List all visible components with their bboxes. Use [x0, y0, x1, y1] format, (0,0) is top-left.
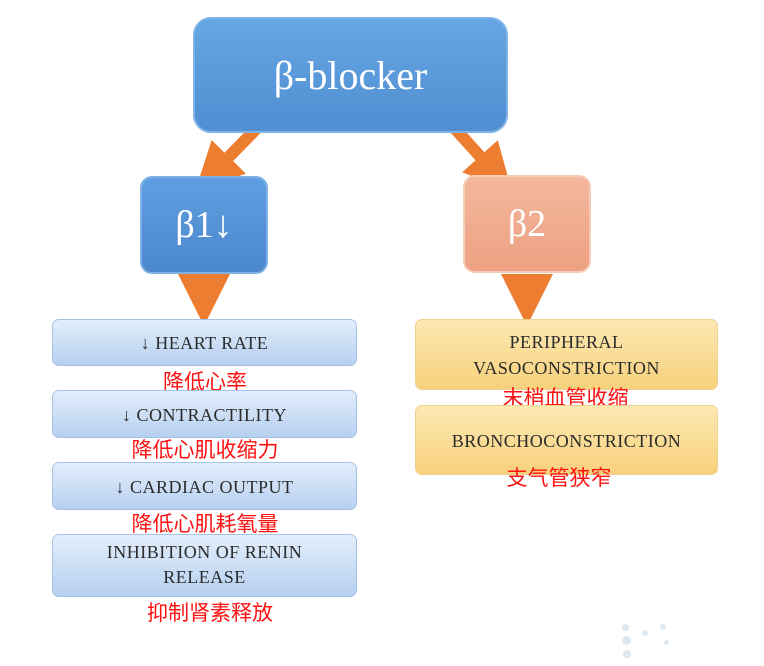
effect-contractility-box: ↓ CONTRACTILITY — [52, 390, 357, 438]
effect-contractility-cn: 降低心肌收缩力 — [131, 438, 279, 462]
effect-vasoconstriction-line2: VASOCONSTRICTION — [473, 358, 660, 378]
effect-cardiac-output-cn: 降低心肌耗氧量 — [131, 512, 279, 536]
effect-renin-text-line2: RELEASE — [163, 567, 246, 587]
beta2-label: β2 — [507, 203, 547, 245]
beta-blocker-box: β-blocker — [193, 17, 508, 133]
effect-heart-rate-box: ↓ HEART RATE — [52, 319, 357, 366]
effect-cardiac-output-text: ↓ CARDIAC OUTPUT — [115, 477, 294, 497]
effect-vasoconstriction-line1: PERIPHERAL — [509, 332, 624, 352]
beta-blocker-label: β-blocker — [273, 52, 428, 98]
effect-bronchoconstriction-box: BRONCHOCONSTRICTION — [415, 405, 718, 475]
effect-cardiac-output-box: ↓ CARDIAC OUTPUT — [52, 462, 357, 510]
effect-contractility-text: ↓ CONTRACTILITY — [122, 405, 287, 425]
effect-renin-text-line1: INHIBITION OF RENIN — [106, 542, 303, 562]
effect-renin-box: INHIBITION OF RENIN RELEASE — [52, 534, 357, 597]
beta1-box: β1↓ — [140, 176, 268, 274]
effect-bronchoconstriction-cn: 支气管狭窄 — [506, 466, 612, 490]
effect-heart-rate-text: ↓ HEART RATE — [140, 333, 269, 353]
effect-bronchoconstriction-text: BRONCHOCONSTRICTION — [451, 431, 682, 451]
beta2-box: β2 — [463, 175, 591, 273]
beta1-label: β1↓ — [175, 204, 233, 246]
effect-renin-cn: 抑制肾素释放 — [147, 601, 273, 625]
effect-vasoconstriction-box: PERIPHERAL VASOCONSTRICTION — [415, 319, 718, 390]
